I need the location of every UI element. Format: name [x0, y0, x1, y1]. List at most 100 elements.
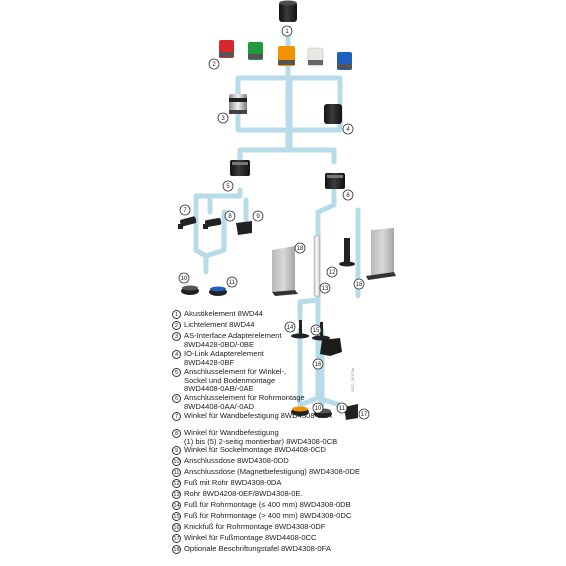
io-link-adapter	[324, 104, 342, 124]
legend-line: 8WD4428-0BF	[184, 357, 235, 367]
callout-number: 17	[361, 412, 368, 418]
callout-4: 4	[342, 123, 354, 135]
legend-line: Winkel für Wandbefestigung 8WD4308-0CA	[184, 411, 332, 420]
callout-17: 17	[358, 408, 370, 420]
legend-line: Anschlusselement für Winkel-,	[184, 367, 287, 376]
foot-with-tube	[339, 238, 355, 267]
legend-number: 3	[172, 332, 181, 341]
callout-15: 15	[310, 324, 322, 336]
callout-12: 12	[326, 266, 338, 278]
legend-line: Anschlusselement für Rohrmontage	[184, 393, 305, 402]
callout-2: 2	[208, 58, 220, 70]
legend-number: 10	[172, 457, 181, 466]
callout-10: 10	[312, 402, 324, 414]
callout-number: 16	[315, 362, 322, 368]
callout-number: 11	[229, 280, 236, 286]
callout-number: 9	[256, 214, 260, 220]
legend-line: Anschlussdose 8WD4308-0DD	[184, 456, 289, 465]
wall-bracket-7	[178, 216, 197, 229]
legend-number: 2	[172, 321, 181, 330]
callout-number: 10	[181, 276, 188, 282]
legend-text: Winkel für Wandbefestigung(1) bis (5) 2-…	[184, 428, 338, 446]
legend-line: Lichtelement 8WD44	[184, 320, 255, 329]
legend-line: Winkel für Fußmontage 8WD4408-0CC	[184, 533, 317, 542]
knee-foot	[320, 338, 342, 356]
callout-number: 11	[339, 406, 346, 412]
as-interface-adapter	[229, 94, 247, 114]
legend-text: Akustikelement 8WD44	[184, 309, 263, 319]
callout-18: 18	[353, 278, 365, 290]
junction-box-bottom-10	[291, 406, 309, 416]
legend-line: Optionale Beschriftungstafel 8WD4308-0FA	[184, 544, 331, 553]
legend-line: Knickfuß für Rohrmontage 8WD4308-0DF	[184, 522, 326, 531]
legend-text: Winkel für Wandbefestigung 8WD4308-0CA	[184, 411, 332, 421]
legend-number: 15	[172, 512, 181, 521]
legend-text: Anschlussdose (Magnetbefestigung) 8WD430…	[184, 467, 360, 477]
callout-number: 5	[226, 184, 230, 190]
legend-number: 8	[172, 429, 181, 438]
callout-number: 7	[183, 208, 187, 214]
legend-line: Fuß für Rohrmontage (≤ 400 mm) 8WD4308-0…	[184, 500, 351, 509]
legend-line: Fuß mit Rohr 8WD4308-0DA	[184, 478, 282, 487]
callout-number: 3	[221, 116, 225, 122]
callout-number: 10	[315, 406, 322, 412]
legend-number: 14	[172, 501, 181, 510]
callout-number: 13	[322, 286, 329, 292]
callout-number: 18	[356, 282, 363, 288]
callout-13: 13	[319, 282, 331, 294]
callout-number: 6	[346, 193, 350, 199]
connection-element-6	[325, 173, 345, 189]
junction-box-10	[181, 285, 199, 295]
callout-11: 11	[336, 402, 348, 414]
legend-text: Fuß für Rohrmontage (≤ 400 mm) 8WD4308-0…	[184, 500, 351, 510]
callout-number: 12	[329, 270, 336, 276]
callout-11: 11	[226, 276, 238, 288]
legend-line: Rohr 8WD4208-0EF/8WD4308-0E.	[184, 489, 303, 498]
legend-text: Lichtelement 8WD44	[184, 320, 255, 330]
legend-text: Anschlussdose 8WD4308-0DD	[184, 456, 289, 466]
legend-line: 8WD4428-0BD/-0BE	[184, 339, 255, 349]
callout-number: 8	[228, 214, 232, 220]
legend-line: IO-Link Adapterelement	[184, 349, 264, 358]
legend-line: Winkel für Sockelmontage 8WD4408-0CD	[184, 445, 326, 454]
callout-number: 14	[287, 325, 294, 331]
callout-8: 8	[224, 210, 236, 222]
legend-line: Winkel für Wandbefestigung	[184, 428, 279, 437]
legend-text: Fuß mit Rohr 8WD4308-0DA	[184, 478, 282, 488]
legend-text: Winkel für Fußmontage 8WD4408-0CC	[184, 533, 317, 543]
light-elements	[219, 40, 352, 70]
legend-text: Rohr 8WD4208-0EF/8WD4308-0E.	[184, 489, 303, 499]
legend-text: Anschlusselement für Winkel-,Sockel und …	[184, 367, 287, 394]
foot-bracket-17	[344, 404, 358, 420]
junction-box-11	[209, 286, 227, 296]
legend-number: 17	[172, 534, 181, 543]
label-panel-left	[272, 246, 298, 296]
tube-foot-14	[291, 320, 309, 339]
callout-9: 9	[252, 210, 264, 222]
legend-text: Knickfuß für Rohrmontage 8WD4308-0DF	[184, 522, 326, 532]
legend-line: (1) bis (5) 2-seitig montierbar) 8WD4308…	[184, 436, 338, 446]
tube-foot-15	[312, 322, 330, 341]
callout-3: 3	[217, 112, 229, 124]
legend-number: 18	[172, 545, 181, 554]
legend-number: 16	[172, 523, 181, 532]
base-bracket-9	[236, 221, 252, 235]
legend-number: 7	[172, 412, 181, 421]
legend-number: 5	[172, 368, 181, 377]
callout-number: 4	[346, 127, 350, 133]
legend-text: Winkel für Sockelmontage 8WD4408-0CD	[184, 445, 326, 455]
